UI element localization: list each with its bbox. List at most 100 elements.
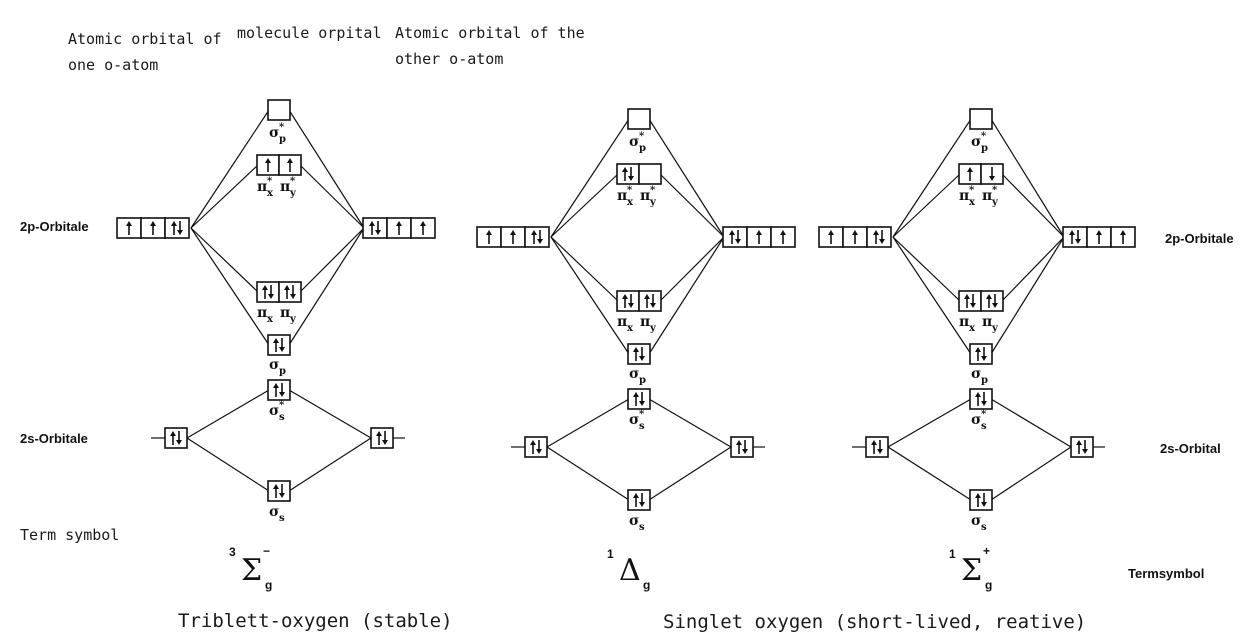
orbital-subscript: p <box>981 375 988 386</box>
term-subscript: g <box>643 578 650 592</box>
orbital-box-frame <box>866 226 892 248</box>
atomic-2s-left <box>865 436 889 458</box>
orbital-subscript: p <box>639 143 646 154</box>
orbital-symbol: σ <box>971 134 981 150</box>
orbital-subscript: p <box>981 143 988 154</box>
orbital-box <box>267 480 291 502</box>
spin-down-arrowhead <box>639 502 645 507</box>
orbital-box-frame <box>969 108 993 130</box>
term-letter: Σ <box>241 553 262 588</box>
orbital-box-frame <box>969 343 993 365</box>
orbital-star: * <box>639 131 645 142</box>
orbital-subscript: x <box>627 323 634 334</box>
orbital-box <box>524 436 548 458</box>
orbital-box <box>500 226 526 248</box>
orbital-box <box>164 217 190 239</box>
mo-sigma-p <box>267 334 291 356</box>
spin-up-arrowhead <box>170 431 176 436</box>
spin-up-arrowhead <box>871 440 877 445</box>
mo-sigma-p-star <box>627 108 651 130</box>
orbital-subscript: y <box>991 323 999 334</box>
orbital-star: * <box>639 409 645 420</box>
orbital-box <box>730 436 754 458</box>
orbital-symbol: π <box>617 188 627 204</box>
orbital-symbol: π <box>257 305 267 321</box>
spin-down-arrowhead <box>742 449 748 454</box>
spin-down-arrowhead <box>981 401 987 406</box>
spin-up-arrowhead <box>273 484 279 489</box>
spin-down-arrowhead <box>989 176 995 181</box>
spin-up-arrowhead <box>633 392 639 397</box>
orbital-star: * <box>627 185 633 196</box>
mo-connector-line <box>288 437 372 492</box>
mo-connector-line <box>892 173 961 238</box>
orbital-subscript: p <box>279 134 286 145</box>
orbital-box <box>627 108 651 130</box>
orbital-box-frame <box>164 217 190 239</box>
orbital-subscript: y <box>649 197 657 208</box>
spin-down-arrowhead <box>279 347 285 352</box>
orbital-box <box>722 226 748 248</box>
label-2s-left: 2s-Orbitale <box>20 431 88 446</box>
orbital-box-frame <box>1070 436 1094 458</box>
orbital-subscript: x <box>267 314 274 325</box>
orbital-box <box>638 163 662 185</box>
caption-triplet: Triblett-oxygen (stable) <box>178 610 453 632</box>
orbital-box-frame <box>627 108 651 130</box>
spin-up-arrowhead <box>633 493 639 498</box>
spin-up-arrowhead <box>376 431 382 436</box>
orbital-box-frame <box>969 388 993 410</box>
orbital-box <box>616 163 640 185</box>
spin-up-arrowhead <box>1096 230 1102 235</box>
orbital-box-frame <box>980 290 1004 312</box>
spin-down-arrowhead <box>650 303 656 308</box>
mo-connector-line <box>299 227 365 293</box>
mo-sigma-s <box>627 489 651 511</box>
orbital-subscript: x <box>267 188 274 199</box>
mo-connector-line <box>892 236 961 302</box>
mo-sigma-s-star <box>267 379 291 401</box>
term-subscript: g <box>265 578 272 592</box>
spin-up-arrowhead <box>1120 230 1126 235</box>
spin-down-arrowhead <box>981 502 987 507</box>
spin-down-arrowhead <box>290 294 296 299</box>
spin-up-arrowhead <box>729 230 735 235</box>
orbital-box-frame <box>958 290 982 312</box>
mo-connector-line <box>659 173 725 238</box>
orbital-symbol: σ <box>629 513 639 529</box>
mo-connector-line <box>550 236 630 355</box>
header-atomic-left-line1: Atomic orbital of <box>68 30 222 48</box>
spin-down-arrowhead <box>970 303 976 308</box>
orbital-box-frame <box>267 379 291 401</box>
spin-up-arrowhead <box>486 230 492 235</box>
label-term-right: Termsymbol <box>1128 566 1204 581</box>
spin-down-arrowhead <box>279 392 285 397</box>
spin-down-arrowhead <box>279 493 285 498</box>
mo-sigma-s <box>267 480 291 502</box>
orbital-box <box>969 108 993 130</box>
spin-down-arrowhead <box>628 176 634 181</box>
spin-down-arrowhead <box>1082 449 1088 454</box>
orbital-box-frame <box>638 163 662 185</box>
orbital-box <box>969 388 993 410</box>
orbital-box <box>267 334 291 356</box>
orbital-box-frame <box>616 290 640 312</box>
orbital-subscript: s <box>639 522 645 533</box>
spin-up-arrowhead <box>396 221 402 226</box>
spin-down-arrowhead <box>382 440 388 445</box>
orbital-symbol: π <box>280 179 290 195</box>
orbital-star: * <box>290 176 296 187</box>
atomic-2s-right <box>730 436 754 458</box>
spin-up-arrowhead <box>531 230 537 235</box>
orbital-box <box>842 226 868 248</box>
orbital-box-frame <box>278 281 302 303</box>
